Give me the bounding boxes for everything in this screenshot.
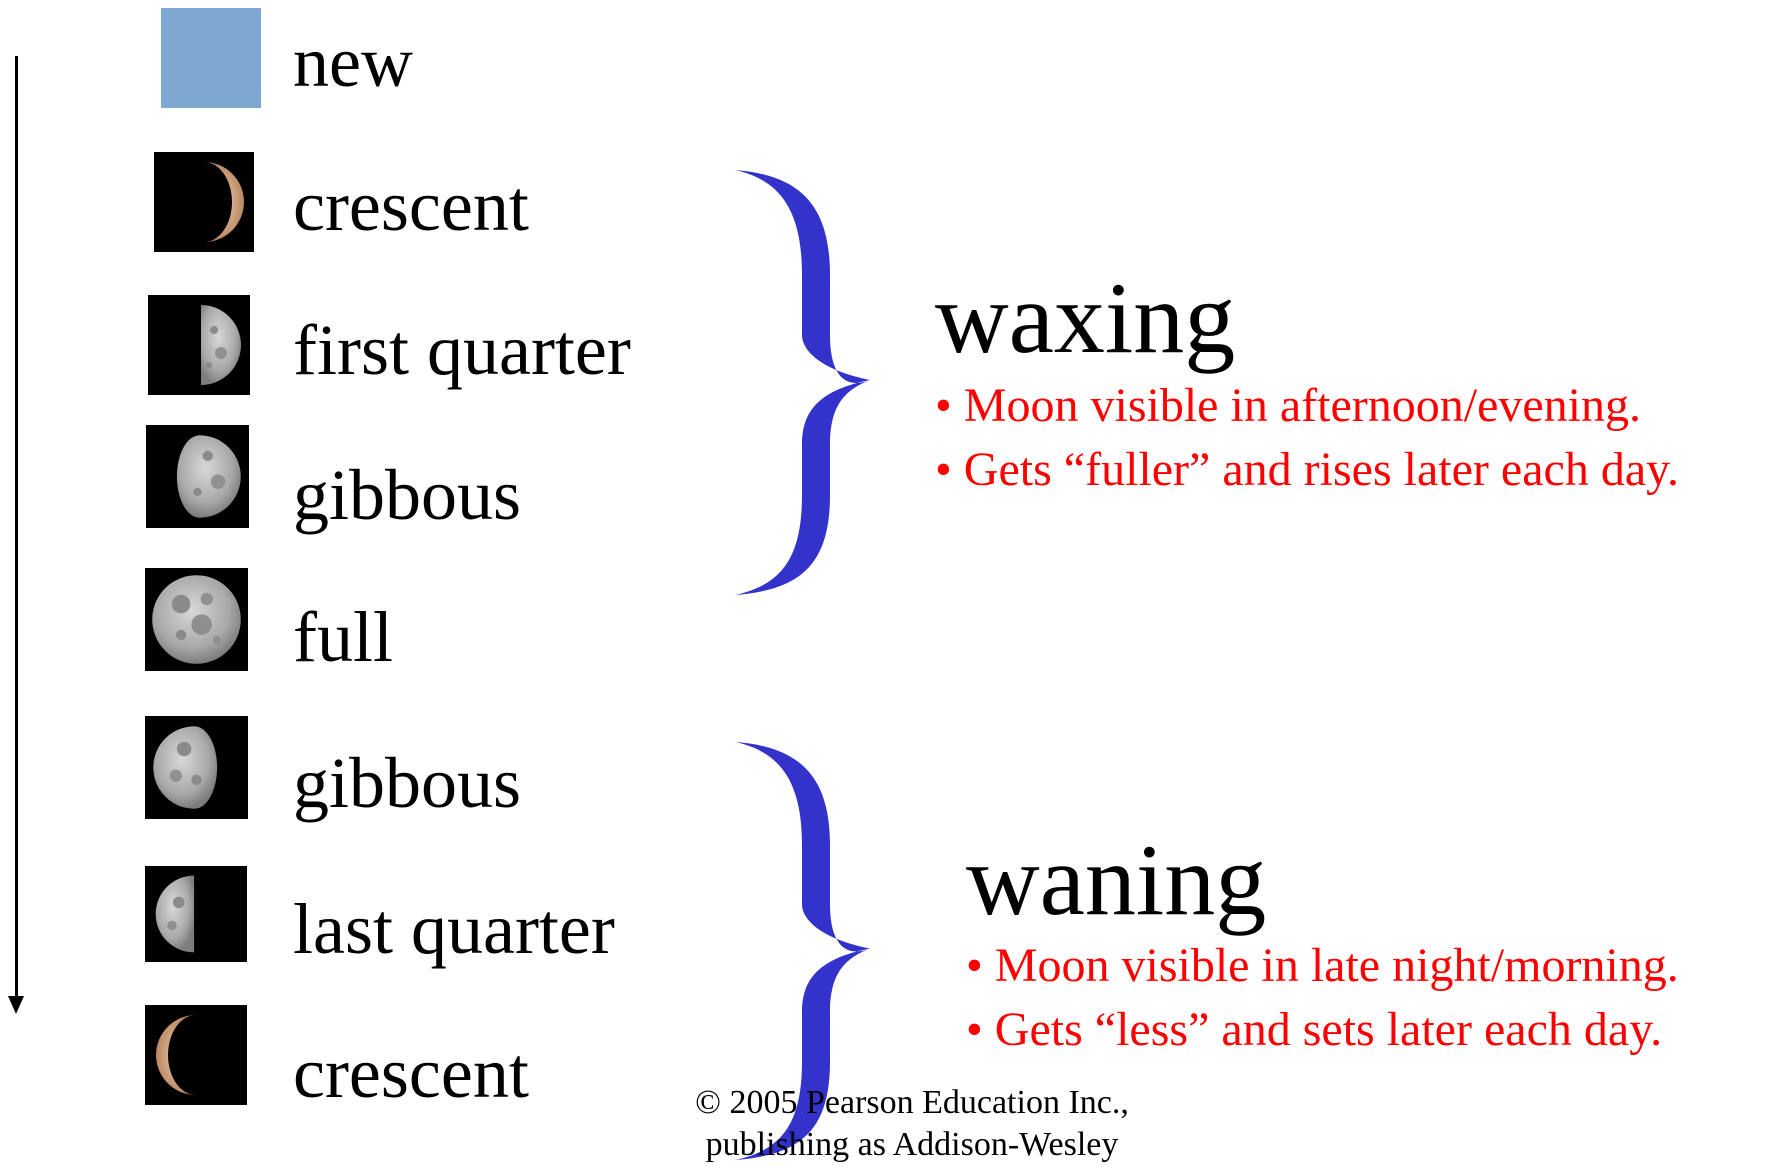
- last-quarter-moon-icon: [145, 866, 247, 962]
- phase-label-last-quarter: last quarter: [293, 889, 615, 969]
- copyright-line-2: publishing as Addison-Wesley: [705, 1126, 1119, 1163]
- waning-bullet-2: • Gets “less” and sets later each day.: [966, 1003, 1663, 1056]
- first-quarter-moon-icon: [148, 295, 250, 395]
- waning-brace: [730, 737, 880, 1165]
- phase-label-crescent-waxing: crescent: [293, 166, 529, 246]
- phase-label-gibbous-waning: gibbous: [293, 743, 522, 823]
- waxing-brace: [730, 165, 880, 600]
- waxing-crescent-moon-icon: [154, 152, 254, 252]
- waxing-title: waxing: [935, 262, 1236, 375]
- copyright-line-1: © 2005 Pearson Education Inc.,: [695, 1084, 1129, 1121]
- timeline-arrow-head: [8, 996, 24, 1014]
- waxing-bullet-1: • Moon visible in afternoon/evening.: [935, 379, 1642, 432]
- timeline-arrow-line: [15, 56, 18, 998]
- waxing-bullet-2: • Gets “fuller” and rises later each day…: [935, 443, 1679, 496]
- waning-bullet-1: • Moon visible in late night/morning.: [966, 939, 1679, 992]
- phase-label-crescent-waning: crescent: [293, 1033, 529, 1113]
- waxing-gibbous-moon-icon: [146, 425, 249, 528]
- waning-gibbous-moon-icon: [145, 716, 248, 819]
- full-moon-icon: [145, 568, 248, 671]
- waning-title: waning: [966, 824, 1267, 937]
- phase-label-full: full: [293, 597, 393, 677]
- phase-label-first-quarter: first quarter: [293, 310, 631, 390]
- waning-crescent-moon-icon: [145, 1005, 247, 1105]
- new-moon-square: [161, 8, 261, 108]
- phase-label-gibbous-waxing: gibbous: [293, 455, 522, 535]
- phase-label-new: new: [293, 22, 413, 102]
